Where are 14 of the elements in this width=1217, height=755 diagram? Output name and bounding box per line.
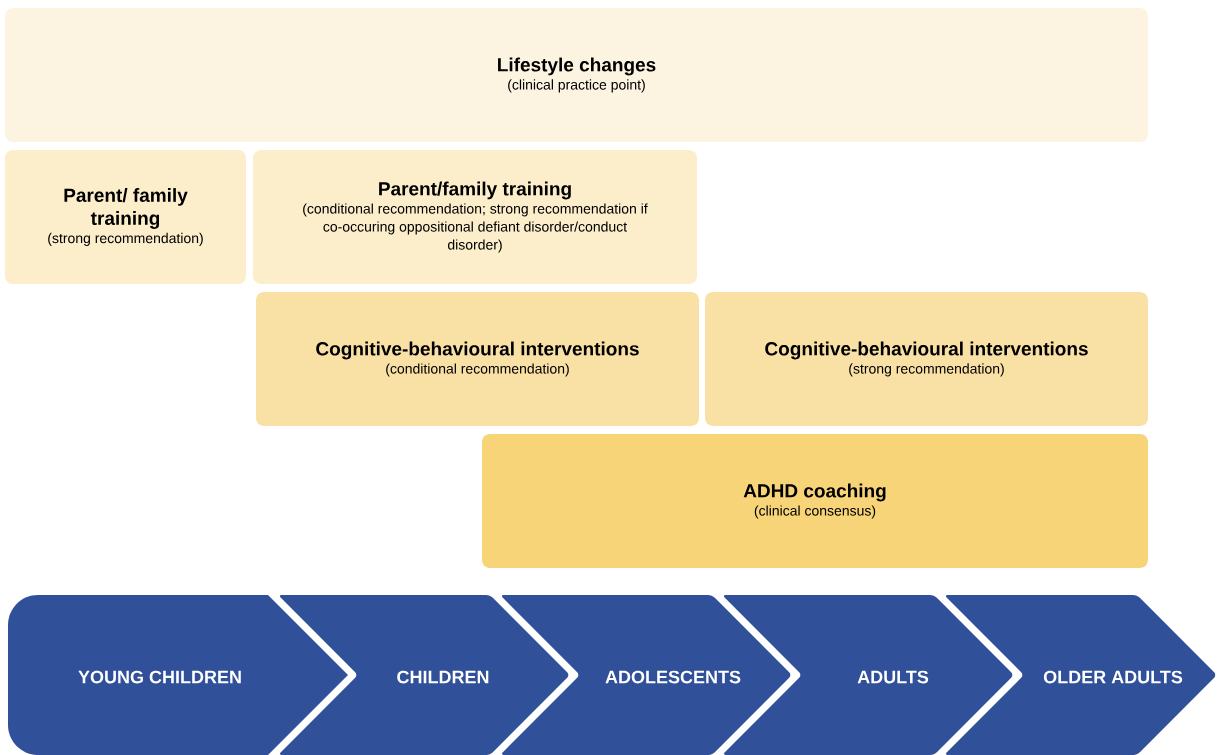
age-group-banner: ADOLESCENTS (501, 595, 791, 755)
recommendation-box: Cognitive-behavioural interventions (conditional recommendation) (256, 292, 699, 426)
recommendation-box: Lifestyle changes (clinical practice point) (5, 8, 1148, 142)
recommendation-box: Cognitive-behavioural interventions (strong recommendation) (705, 292, 1148, 426)
node-label: CHILDREN (397, 670, 489, 684)
node-label: OLDER ADULTS (1043, 670, 1183, 684)
recommendation-box: Parent/ family training (strong recommendation) (5, 150, 246, 284)
age-group-banner: CHILDREN (279, 595, 569, 755)
recommendation-box: Parent/family training (conditional recommendation; strong recommendation if co-occuring oppositional defiant disorder/conduct disorder) (253, 150, 697, 284)
age-group-banner: YOUNG CHILDREN (8, 595, 348, 755)
recommendation-box: ADHD coaching (clinical consensus) (482, 434, 1148, 568)
age-group-banner: OLDER ADULTS (945, 595, 1216, 755)
node-label: YOUNG CHILDREN (78, 670, 241, 684)
node-label: ADULTS (857, 670, 929, 684)
